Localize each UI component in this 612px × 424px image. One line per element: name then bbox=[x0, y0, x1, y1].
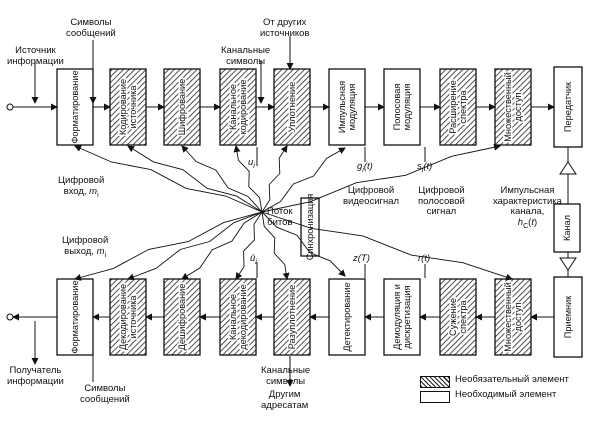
channel-block-канал: Канал bbox=[553, 203, 581, 253]
s-i-t-label: si(t) bbox=[417, 161, 433, 174]
tx-block-кодирование-источника: Кодированиеисточника bbox=[109, 68, 147, 146]
rx-block-label: Приемник bbox=[563, 295, 573, 338]
digital-output-text: Цифровой выход, bbox=[62, 235, 109, 257]
g-i-t-label: gi(t) bbox=[357, 161, 373, 174]
digital-bandpass-label: Цифровой полосовой сигнал bbox=[418, 185, 465, 218]
tx-block-множественный-доступ: Множественныйдоступ bbox=[494, 68, 532, 146]
legend-optional-swatch bbox=[420, 376, 450, 388]
channel-symbols-bottom-text: Канальные символы bbox=[261, 365, 311, 387]
rx-block-декодирование-источника: Декодированиеисточника bbox=[109, 278, 147, 356]
r-t-label: r(t) bbox=[418, 253, 431, 264]
sync-block-синхронизация: Синхронизация bbox=[300, 194, 320, 261]
message-symbols-top-label: Символы сообщений bbox=[66, 17, 116, 39]
receiver-info-text: Получатель информации bbox=[7, 365, 64, 387]
m-i-top: m bbox=[89, 185, 98, 197]
tx-block-label: Множественныйдоступ bbox=[503, 72, 523, 142]
channel-symbols-top-label: Канальные символы bbox=[221, 45, 271, 67]
receiver-info-label: Получатель информации bbox=[7, 365, 64, 387]
source-text: Источник информации bbox=[7, 45, 64, 67]
rx-block-label: Форматирование bbox=[70, 280, 80, 353]
tx-block-label: Кодированиеисточника bbox=[118, 79, 138, 135]
to-other-recipients-text: Другим адресатам bbox=[261, 389, 309, 411]
u-i-top-label: ui bbox=[248, 157, 255, 170]
rx-block-label: Дешифрование bbox=[177, 284, 187, 351]
legend-required-label: Необходимый элемент bbox=[455, 389, 557, 400]
tx-block-импульсная-модуляция: Импульснаямодуляция bbox=[328, 68, 366, 146]
tx-block-label: Импульснаямодуляция bbox=[337, 81, 357, 133]
bit-stream-text: Поток битов bbox=[267, 206, 293, 228]
digital-output-label: Цифровой выход, mi bbox=[62, 235, 109, 259]
rx-block-канальное-декодирование: Канальноедекодирование bbox=[219, 278, 257, 356]
rx-block-дешифрование: Дешифрование bbox=[163, 278, 201, 356]
tx-block-label: Шифрование bbox=[177, 79, 187, 136]
digital-input-label: Цифровой вход, mi bbox=[58, 175, 105, 199]
tx-block-передатчик: Передатчик bbox=[553, 66, 583, 148]
rx-block-детектирование: Детектирование bbox=[328, 278, 366, 356]
message-symbols-bottom-text: Символы сообщений bbox=[80, 383, 130, 405]
bit-stream-label: Поток битов bbox=[267, 206, 293, 228]
legend-optional-label: Необязательный элемент bbox=[455, 374, 569, 385]
tx-block-label: Передатчик bbox=[563, 81, 573, 132]
rx-block-разуплотнение: Разуплотнение bbox=[273, 278, 311, 356]
rx-block-label: Канальноедекодирование bbox=[228, 284, 248, 349]
digital-video-label: Цифровой видеосигнал bbox=[343, 185, 400, 207]
rx-block-множественный-доступ: Множественныйдоступ bbox=[494, 278, 532, 356]
channel-symbols-bottom-label: Канальные символы bbox=[261, 365, 311, 387]
rx-block-сужение-спектра: Сужениеспектра bbox=[439, 278, 477, 356]
tx-block-label: Расширениеспектра bbox=[448, 80, 468, 134]
to-other-recipients-label: Другим адресатам bbox=[261, 389, 309, 411]
rx-block-форматирование: Форматирование bbox=[56, 278, 94, 356]
rx-block-label: Детектирование bbox=[342, 282, 352, 351]
tx-block-расширение-спектра: Расширениеспектра bbox=[439, 68, 477, 146]
tx-block-полосовая-модуляция: Полосоваямодуляция bbox=[383, 68, 421, 146]
source-label: Источник информации bbox=[7, 45, 64, 67]
message-symbols-top-text: Символы сообщений bbox=[66, 17, 116, 39]
legend-required-swatch bbox=[420, 391, 450, 403]
z-T-label: z(T) bbox=[353, 253, 370, 264]
from-other-sources-text: От других источников bbox=[260, 17, 310, 39]
tx-block-label: Форматирование bbox=[70, 70, 80, 143]
tx-block-label: Уплотнение bbox=[287, 82, 297, 132]
impulse-response-text: Импульсная характеристика канала, bbox=[493, 185, 562, 217]
channel-symbols-top-text: Канальные символы bbox=[221, 45, 271, 67]
impulse-response-label: Импульсная характеристика канала,hC(t) bbox=[493, 185, 562, 230]
tx-block-форматирование: Форматирование bbox=[56, 68, 94, 146]
channel-block-label: Канал bbox=[562, 215, 572, 241]
digital-bandpass-text: Цифровой полосовой сигнал bbox=[418, 185, 465, 217]
message-symbols-bottom-label: Символы сообщений bbox=[80, 383, 130, 405]
m-i-bottom: m bbox=[96, 245, 105, 257]
digital-video-text: Цифровой видеосигнал bbox=[343, 185, 400, 207]
tx-block-label: Канальноекодирование bbox=[228, 80, 248, 135]
tx-block-уплотнение: Уплотнение bbox=[273, 68, 311, 146]
rx-block-label: Декодированиеисточника bbox=[118, 284, 138, 350]
rx-block-label: Разуплотнение bbox=[287, 285, 297, 350]
u-i-bottom-label: ûi bbox=[250, 253, 257, 266]
tx-block-шифрование: Шифрование bbox=[163, 68, 201, 146]
sync-block-label: Синхронизация bbox=[305, 194, 315, 261]
rx-block-приемник: Приемник bbox=[553, 276, 583, 358]
tx-block-label: Полосоваямодуляция bbox=[392, 84, 412, 131]
digital-input-text: Цифровой вход, bbox=[58, 175, 105, 197]
rx-block-label: Сужениеспектра bbox=[448, 298, 468, 336]
from-other-sources-label: От других источников bbox=[260, 17, 310, 39]
rx-block-демодуляция-и-дискретизация: Демодуляция идискретизация bbox=[383, 278, 421, 356]
rx-block-label: Демодуляция идискретизация bbox=[392, 284, 412, 350]
rx-block-label: Множественныйдоступ bbox=[503, 282, 523, 352]
h-c-t: h bbox=[517, 216, 524, 228]
tx-block-канальное-кодирование: Канальноекодирование bbox=[219, 68, 257, 146]
